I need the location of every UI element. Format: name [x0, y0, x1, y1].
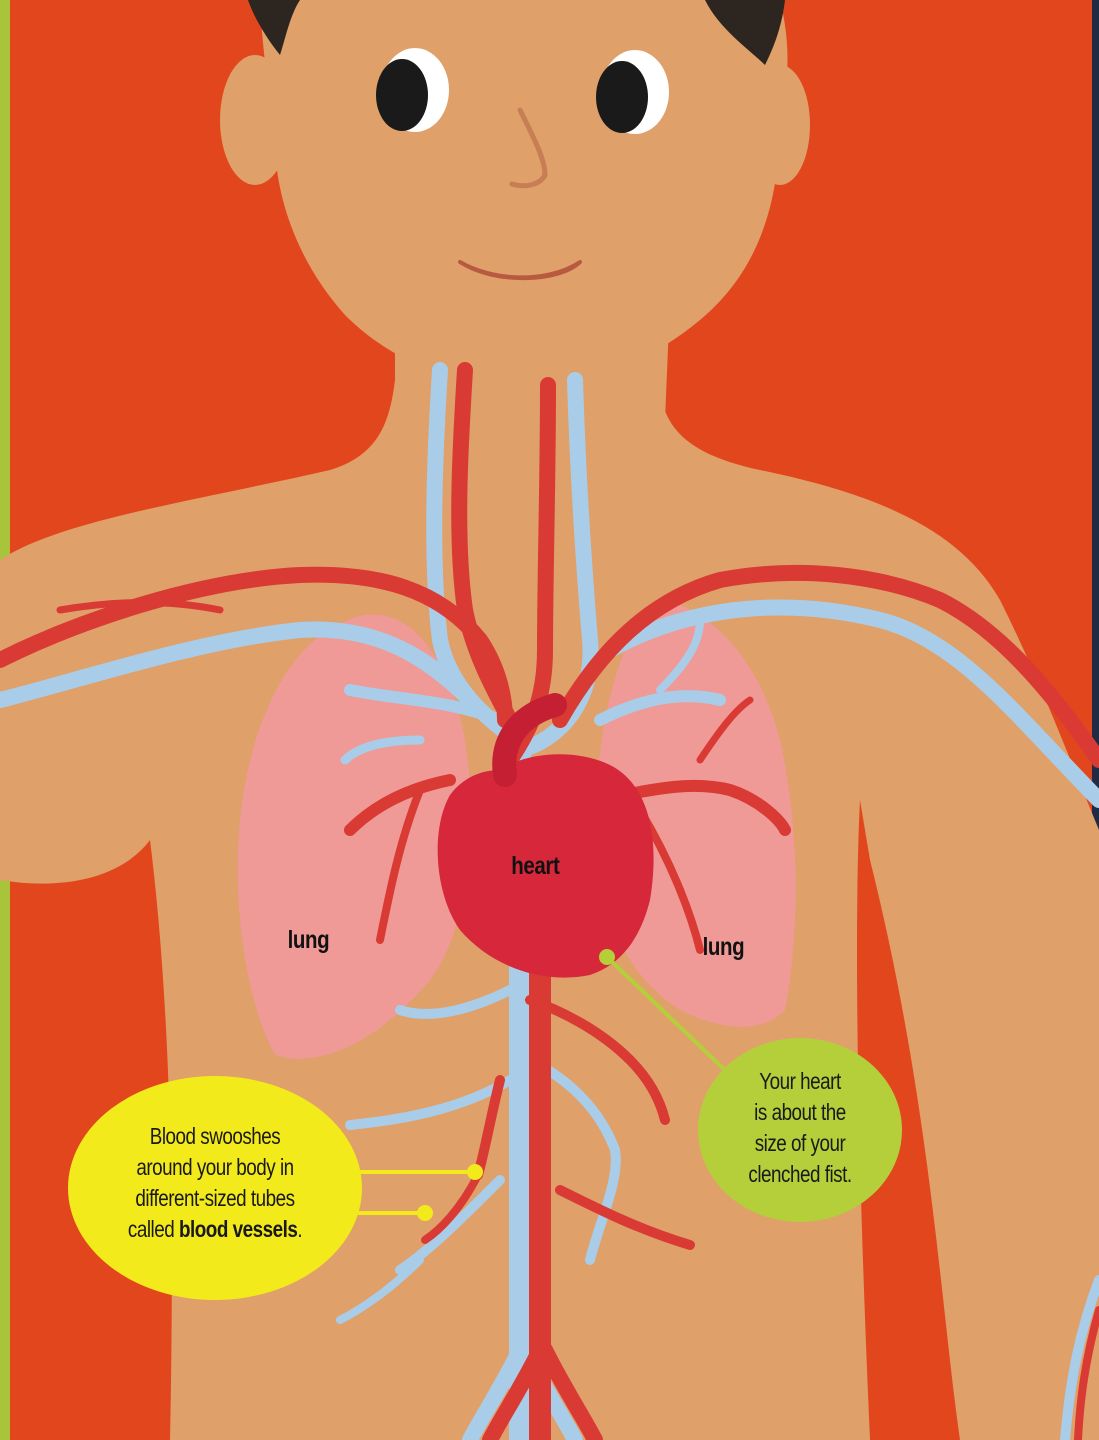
vessels-fact-line: different-sized tubes	[117, 1183, 314, 1214]
heart-label: heart	[511, 852, 559, 881]
vessels-fact-line: Blood swooshes	[117, 1121, 314, 1152]
heart-leader-dot	[599, 949, 615, 965]
right-lung-label: lung	[703, 933, 745, 962]
left-pupil	[376, 59, 428, 131]
vessels-fact-bold-term: blood vessels	[179, 1216, 297, 1242]
vessel-leader-dot-2	[417, 1205, 433, 1221]
vessel-leader-dot-1	[467, 1164, 483, 1180]
vessels-fact-text: Blood swooshes around your body in diffe…	[95, 1121, 335, 1245]
vessels-fact-line: around your body in	[117, 1152, 314, 1183]
heart-fact-line: Your heart	[733, 1066, 867, 1097]
vessels-fact-line: called blood vessels.	[117, 1214, 314, 1245]
left-lung-label: lung	[288, 926, 330, 955]
right-pupil	[596, 61, 648, 133]
vessels-fact-prefix: called	[128, 1216, 179, 1242]
vessels-fact-suffix: .	[297, 1216, 302, 1242]
heart-fact-text: Your heart is about the size of your cle…	[718, 1066, 882, 1190]
heart-fact-line: is about the	[733, 1097, 867, 1128]
heart-fact-line: size of your	[733, 1128, 867, 1159]
heart-fact-line: clenched fist.	[733, 1159, 867, 1190]
